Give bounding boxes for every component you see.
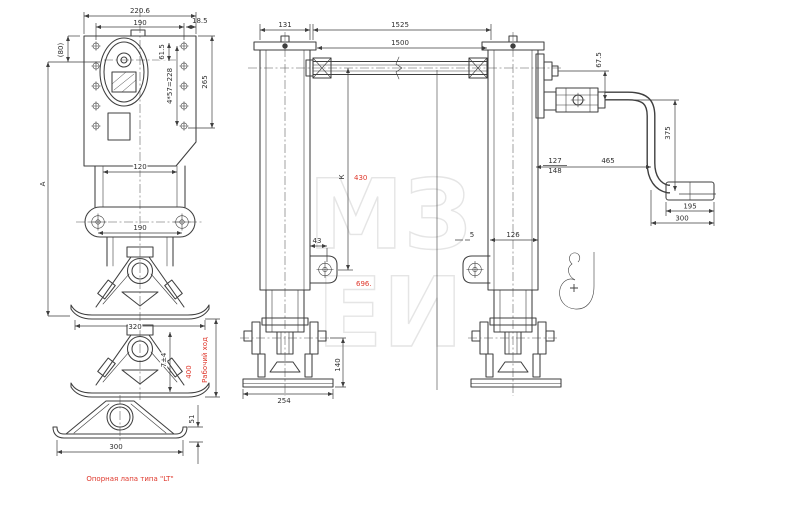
assembly-view: 131 1525 1500 67.5 375 465 127 148 195 3… <box>239 21 716 405</box>
dim-131: 131 <box>278 21 291 29</box>
dim-67-5: 67.5 <box>595 52 603 68</box>
k-label: К <box>338 174 346 179</box>
cross-shaft <box>305 56 488 80</box>
dim-61-5: 61.5 <box>158 44 166 60</box>
dim-300: 300 <box>675 215 688 223</box>
detail-dim-51: 51 <box>188 415 196 424</box>
dim-1500: 1500 <box>391 39 409 47</box>
dim-A: A <box>39 181 47 186</box>
dim-120: 120 <box>133 163 146 171</box>
dim-190-bracket: 190 <box>133 224 146 232</box>
foot-type-caption: Опорная лапа типа "LT" <box>86 475 173 483</box>
dim-140: 140 <box>334 358 342 371</box>
gearbox-input <box>535 53 606 119</box>
watermark-row1: МЗ <box>308 159 472 271</box>
dim-5: 5 <box>470 231 474 239</box>
crank-hook-icon <box>559 252 595 310</box>
detail-dim-300: 300 <box>109 443 122 451</box>
front-dimensions <box>46 12 220 398</box>
dim-195: 195 <box>683 203 696 211</box>
dim-1525: 1525 <box>391 21 409 29</box>
dim-7pm4: 7±4 <box>160 352 168 367</box>
dim-265: 265 <box>201 75 209 88</box>
dim-320: 320 <box>128 323 141 331</box>
watermark-row2: ЕИ <box>317 257 463 369</box>
dim-430-red: 430 <box>354 174 367 182</box>
front-view-outline <box>83 29 197 267</box>
dim-18-5: 18.5 <box>192 17 208 25</box>
dim-4x57-228: 4*57=228 <box>166 68 174 104</box>
assembly-dimensions <box>242 24 716 399</box>
foot-detail-view: 51 300 Опорная лапа типа "LT" <box>52 395 203 483</box>
dim-220-6: 220.6 <box>130 7 151 15</box>
dim-126: 126 <box>506 231 520 239</box>
dim-375: 375 <box>664 126 672 139</box>
watermark-logo: МЗ ЕИ <box>307 158 472 369</box>
dim-80: (80) <box>57 43 65 58</box>
dim-148: 148 <box>548 167 561 175</box>
dim-190-top: 190 <box>133 19 146 27</box>
dim-465: 465 <box>601 157 614 165</box>
mounting-ears <box>309 255 491 284</box>
shaft-break-symbol <box>395 56 403 80</box>
right-foot-assembly <box>467 289 562 388</box>
dim-43: 43 <box>313 237 322 245</box>
dim-254: 254 <box>277 397 291 405</box>
dim-696-red: 696. <box>356 280 372 288</box>
front-view: 220.6 190 18.5 (80) 61.5 4*57=228 265 A … <box>39 7 220 483</box>
stroke-label-red: Рабочий ход <box>201 337 209 383</box>
stroke-value-red: 400 <box>185 365 193 378</box>
crank-handle <box>605 91 715 201</box>
dim-127: 127 <box>548 157 561 165</box>
